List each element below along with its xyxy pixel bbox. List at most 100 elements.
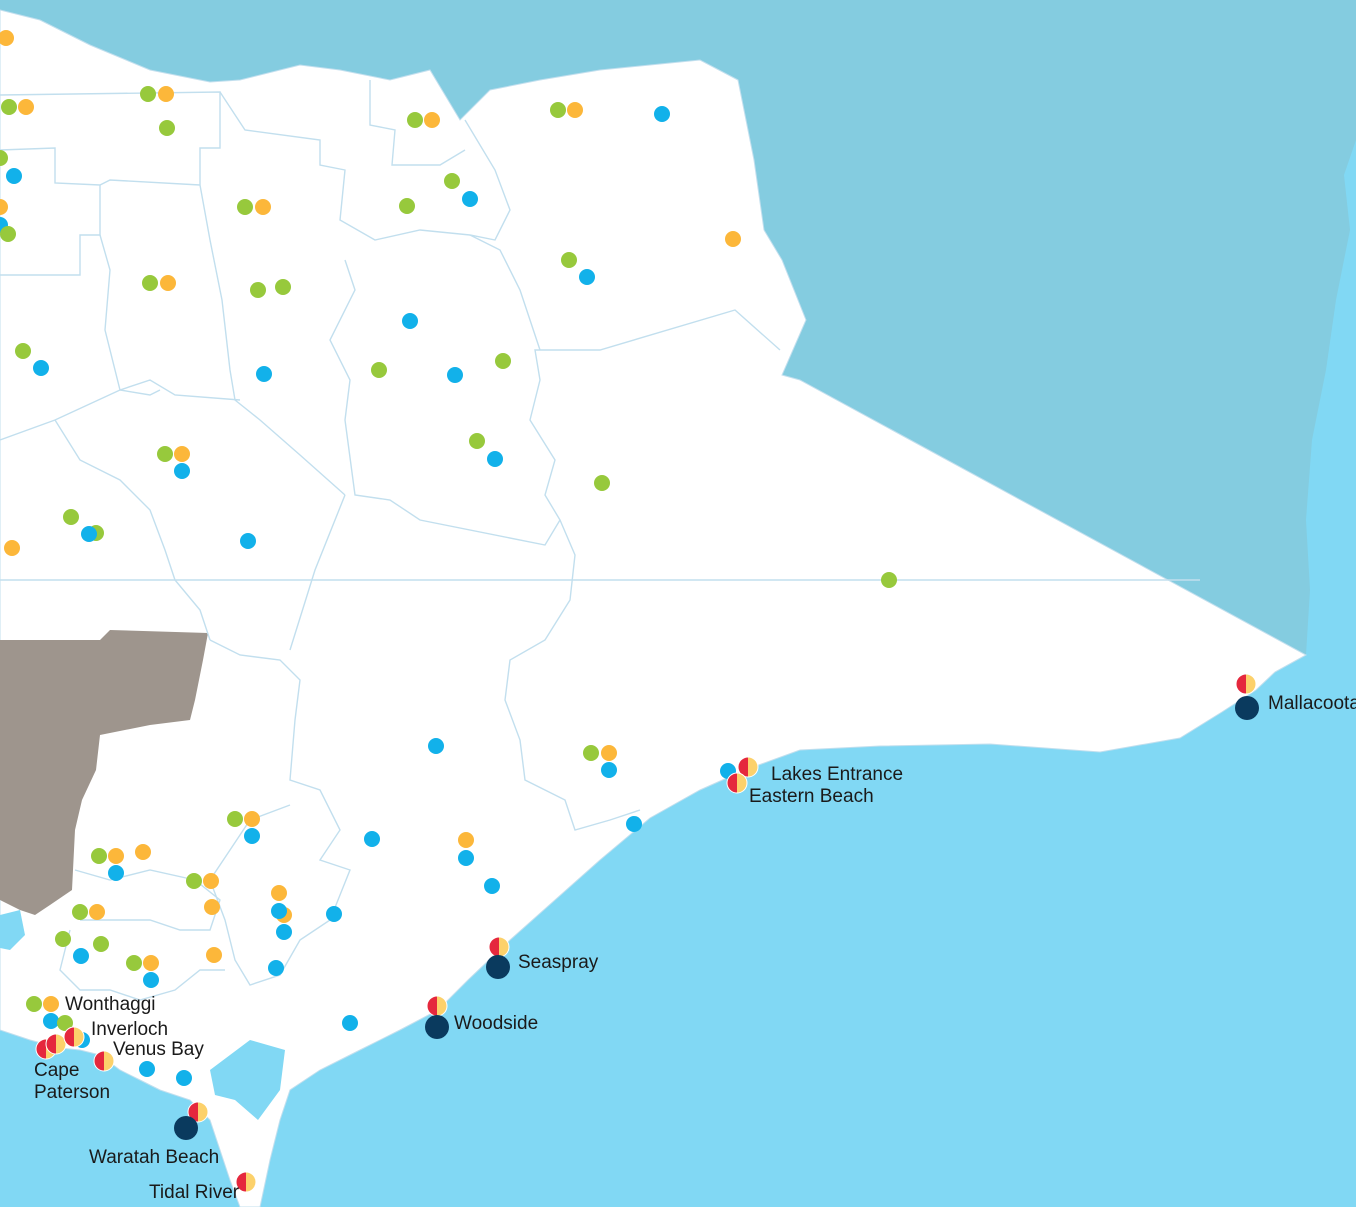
green-marker[interactable]	[469, 433, 485, 449]
green-marker[interactable]	[550, 102, 566, 118]
red-yellow-split-marker[interactable]	[488, 936, 510, 958]
blue-marker[interactable]	[458, 850, 474, 866]
blue-marker[interactable]	[484, 878, 500, 894]
blue-marker[interactable]	[108, 865, 124, 881]
orange-marker[interactable]	[89, 904, 105, 920]
orange-marker[interactable]	[18, 99, 34, 115]
blue-marker[interactable]	[654, 106, 670, 122]
orange-marker[interactable]	[143, 955, 159, 971]
blue-marker[interactable]	[342, 1015, 358, 1031]
green-marker[interactable]	[186, 873, 202, 889]
blue-marker[interactable]	[244, 828, 260, 844]
green-marker[interactable]	[583, 745, 599, 761]
green-marker[interactable]	[0, 150, 8, 166]
green-marker[interactable]	[55, 931, 71, 947]
blue-marker[interactable]	[176, 1070, 192, 1086]
green-marker[interactable]	[0, 226, 16, 242]
orange-marker[interactable]	[206, 947, 222, 963]
blue-marker[interactable]	[601, 762, 617, 778]
green-marker[interactable]	[91, 848, 107, 864]
blue-marker[interactable]	[139, 1061, 155, 1077]
blue-marker[interactable]	[73, 948, 89, 964]
navy-marker[interactable]	[486, 955, 510, 979]
blue-marker[interactable]	[402, 313, 418, 329]
red-yellow-split-marker[interactable]	[1235, 673, 1257, 695]
green-marker[interactable]	[495, 353, 511, 369]
orange-marker[interactable]	[424, 112, 440, 128]
blue-marker[interactable]	[43, 1013, 59, 1029]
blue-marker[interactable]	[268, 960, 284, 976]
orange-marker[interactable]	[108, 848, 124, 864]
orange-marker[interactable]	[271, 885, 287, 901]
green-marker[interactable]	[72, 904, 88, 920]
blue-marker[interactable]	[462, 191, 478, 207]
green-marker[interactable]	[561, 252, 577, 268]
green-marker[interactable]	[275, 279, 291, 295]
orange-marker[interactable]	[725, 231, 741, 247]
blue-marker[interactable]	[256, 366, 272, 382]
orange-marker[interactable]	[174, 446, 190, 462]
orange-marker[interactable]	[601, 745, 617, 761]
green-marker[interactable]	[159, 120, 175, 136]
blue-marker[interactable]	[6, 168, 22, 184]
orange-marker[interactable]	[135, 844, 151, 860]
blue-marker[interactable]	[33, 360, 49, 376]
red-yellow-split-marker[interactable]	[426, 995, 448, 1017]
blue-marker[interactable]	[326, 906, 342, 922]
orange-marker[interactable]	[204, 899, 220, 915]
orange-marker[interactable]	[203, 873, 219, 889]
orange-marker[interactable]	[567, 102, 583, 118]
blue-marker[interactable]	[428, 738, 444, 754]
green-marker[interactable]	[407, 112, 423, 128]
green-marker[interactable]	[142, 275, 158, 291]
green-marker[interactable]	[157, 446, 173, 462]
red-yellow-split-marker[interactable]	[726, 772, 748, 794]
red-yellow-split-marker[interactable]	[93, 1050, 115, 1072]
green-marker[interactable]	[93, 936, 109, 952]
red-yellow-split-marker[interactable]	[187, 1101, 209, 1123]
green-marker[interactable]	[237, 199, 253, 215]
green-marker[interactable]	[57, 1015, 73, 1031]
orange-marker[interactable]	[255, 199, 271, 215]
blue-marker[interactable]	[626, 816, 642, 832]
blue-marker[interactable]	[487, 451, 503, 467]
navy-marker[interactable]	[425, 1015, 449, 1039]
blue-marker[interactable]	[174, 463, 190, 479]
green-marker[interactable]	[1, 99, 17, 115]
blue-marker[interactable]	[579, 269, 595, 285]
green-marker[interactable]	[15, 343, 31, 359]
orange-marker[interactable]	[458, 832, 474, 848]
green-marker[interactable]	[250, 282, 266, 298]
blue-marker[interactable]	[240, 533, 256, 549]
green-marker[interactable]	[444, 173, 460, 189]
orange-marker[interactable]	[244, 811, 260, 827]
orange-marker[interactable]	[160, 275, 176, 291]
blue-marker[interactable]	[364, 831, 380, 847]
blue-marker[interactable]	[271, 903, 287, 919]
orange-marker[interactable]	[158, 86, 174, 102]
green-marker[interactable]	[63, 509, 79, 525]
red-yellow-split-marker[interactable]	[235, 1171, 257, 1193]
green-marker[interactable]	[126, 955, 142, 971]
blue-marker[interactable]	[447, 367, 463, 383]
orange-marker[interactable]	[43, 996, 59, 1012]
green-marker[interactable]	[399, 198, 415, 214]
red-yellow-split-marker[interactable]	[737, 756, 759, 778]
blue-marker[interactable]	[143, 972, 159, 988]
orange-marker[interactable]	[4, 540, 20, 556]
green-marker[interactable]	[881, 572, 897, 588]
green-marker[interactable]	[371, 362, 387, 378]
red-yellow-split-marker[interactable]	[63, 1026, 85, 1048]
orange-marker[interactable]	[0, 199, 8, 215]
green-marker[interactable]	[594, 475, 610, 491]
red-yellow-split-marker[interactable]	[45, 1033, 67, 1055]
orange-marker[interactable]	[0, 30, 14, 46]
blue-marker[interactable]	[276, 924, 292, 940]
navy-marker[interactable]	[1235, 696, 1259, 720]
green-marker[interactable]	[227, 811, 243, 827]
navy-marker[interactable]	[174, 1116, 198, 1140]
green-marker[interactable]	[26, 996, 42, 1012]
blue-marker[interactable]	[81, 526, 97, 542]
green-marker[interactable]	[140, 86, 156, 102]
